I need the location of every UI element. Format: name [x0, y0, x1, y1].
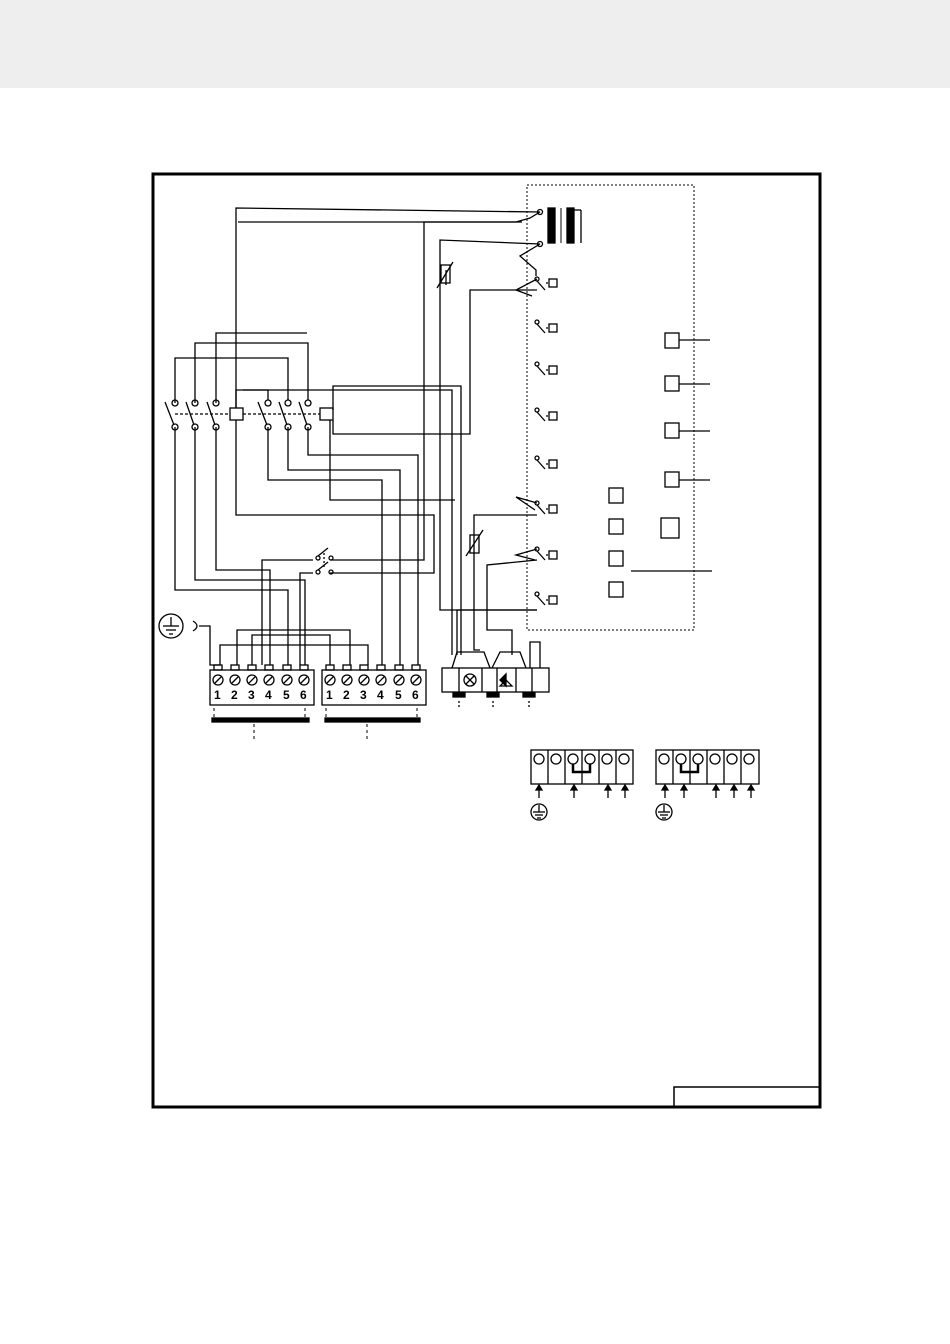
selector-switch-bank [165, 400, 333, 430]
control-module-outline [527, 185, 694, 630]
terminal-number: 4 [377, 688, 384, 702]
fan-icon [500, 674, 512, 686]
supply-terminal-diagram-2 [656, 750, 759, 820]
terminal-number: 2 [343, 688, 350, 702]
lamp-fan-connector [442, 642, 549, 708]
wiring-lines [175, 208, 540, 665]
terminal-block-b [322, 665, 426, 705]
lamp-icon [464, 674, 476, 686]
transformer-icon [548, 208, 581, 243]
switch-icon [316, 548, 333, 574]
terminal-number: 6 [300, 688, 307, 702]
terminal-number: 6 [412, 688, 419, 702]
terminal-block-a [210, 665, 314, 705]
diagram-frame [153, 174, 820, 1107]
terminal-numbers-a: 1 2 3 4 5 6 [214, 688, 307, 702]
terminal-number: 5 [283, 688, 290, 702]
terminal-number: 3 [360, 688, 367, 702]
heating-element-bar-b [325, 718, 420, 722]
terminal-numbers-b: 1 2 3 4 5 6 [326, 688, 419, 702]
relay-switch-icon [238, 210, 557, 606]
earth-ground-icon [159, 614, 220, 665]
module-indicator-boxes [609, 333, 712, 597]
terminal-number: 1 [214, 688, 221, 702]
terminal-number: 4 [265, 688, 272, 702]
terminal-number: 5 [395, 688, 402, 702]
terminal-number: 1 [326, 688, 333, 702]
terminal-number: 2 [231, 688, 238, 702]
terminal-number: 3 [248, 688, 255, 702]
supply-terminal-diagram-1 [531, 750, 633, 820]
heating-element-bar-a [212, 718, 309, 722]
title-block [674, 1087, 820, 1107]
terminal-block-dashes [214, 708, 417, 742]
